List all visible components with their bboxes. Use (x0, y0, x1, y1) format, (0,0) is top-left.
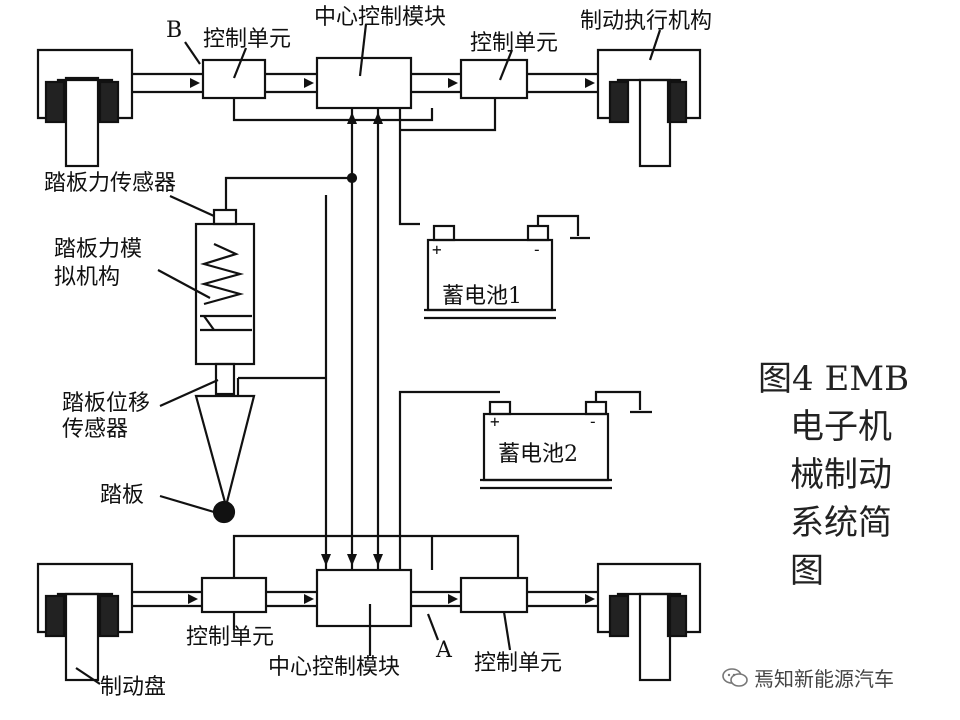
battery-2 (480, 390, 652, 490)
pedal-simulator-label-line2: 拟机构 (54, 265, 121, 290)
pedal-simulator (194, 208, 256, 524)
caption-line4: 系统简 (790, 503, 892, 543)
point-a-label: A (436, 638, 452, 663)
battery2-label: 蓄电池2 (498, 442, 578, 467)
battery1-plus: + (432, 240, 442, 259)
battery2-plus: + (490, 412, 500, 431)
pedal-simulator-label-line1: 踏板力模 (54, 237, 143, 262)
bottom-central-module-box (315, 568, 413, 628)
caption-line3: 械制动 (790, 455, 892, 495)
brake-disc-label: 制动盘 (100, 675, 167, 700)
bottom-left-control-unit-label: 控制单元 (186, 625, 275, 650)
battery-1 (424, 214, 590, 320)
caption-line2: 电子机 (790, 407, 892, 447)
caption-line5: 图 (790, 551, 824, 591)
top-right-control-unit-label: 控制单元 (470, 31, 559, 56)
watermark-text: 焉知新能源汽车 (754, 667, 894, 691)
bottom-central-module-label: 中心控制模块 (268, 655, 401, 680)
top-left-control-unit-label: 控制单元 (203, 27, 292, 52)
top-central-module-box (315, 56, 413, 110)
watermark: 焉知新能源汽车 (722, 663, 894, 692)
top-left-brake-caliper (36, 48, 134, 168)
point-b-label: B (166, 18, 183, 43)
bottom-right-control-unit-box (459, 576, 529, 614)
caption-line1: 图4 EMB (758, 359, 910, 399)
figure-caption: 图4 EMB 电子机 械制动 系统简 图 (758, 355, 909, 595)
wechat-icon (722, 667, 748, 687)
pedal-label: 踏板 (100, 483, 145, 508)
battery1-label: 蓄电池1 (442, 284, 522, 309)
top-right-control-unit-box (459, 58, 529, 100)
battery2-minus: - (588, 412, 598, 431)
bottom-right-control-unit-label: 控制单元 (474, 651, 563, 676)
bottom-right-brake-caliper (596, 562, 702, 682)
bottom-left-brake-caliper (36, 562, 134, 682)
top-central-module-label: 中心控制模块 (314, 5, 447, 30)
pedal-displacement-label-line1: 踏板位移 (62, 391, 151, 416)
bottom-left-control-unit-box (200, 576, 268, 614)
battery1-minus: - (532, 240, 542, 259)
brake-actuator-label: 制动执行机构 (580, 9, 713, 34)
pedal-displacement-label-line2: 传感器 (62, 417, 129, 442)
top-right-brake-caliper (596, 48, 702, 168)
top-left-control-unit-box (201, 58, 267, 100)
pedal-force-sensor-label: 踏板力传感器 (44, 171, 177, 196)
